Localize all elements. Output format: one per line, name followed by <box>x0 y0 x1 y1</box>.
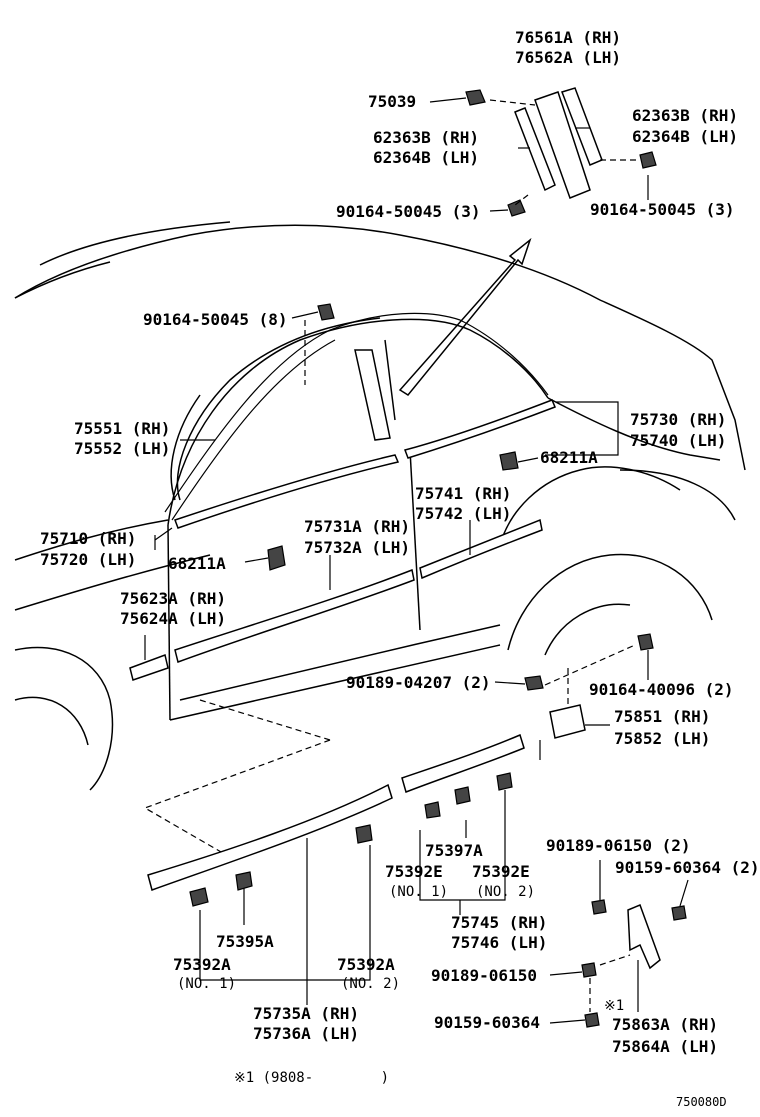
label-90164-50045-8: 90164-50045 (8) <box>143 310 288 329</box>
label-62364b-lh-left: 62364B (LH) <box>373 148 479 167</box>
label-75731a-rh: 75731A (RH) <box>304 517 410 536</box>
label-75552-lh: 75552 (LH) <box>74 439 171 458</box>
label-75397a: 75397A <box>425 841 483 860</box>
label-76561a-rh: 76561A (RH) <box>515 28 621 47</box>
label-62363b-rh-left: 62363B (RH) <box>373 128 479 147</box>
label-75623a-rh: 75623A (RH) <box>120 589 226 608</box>
label-62364b-lh-right: 62364B (LH) <box>632 127 738 146</box>
label-75742-lh: 75742 (LH) <box>415 504 512 523</box>
label-90164-50045-3-left: 90164-50045 (3) <box>336 202 481 221</box>
label-68211a-lower: 68211A <box>168 554 226 573</box>
label-no1-upper: (NO. 1) <box>389 884 449 900</box>
label-75736a-lh: 75736A (LH) <box>253 1024 359 1043</box>
label-75551-rh: 75551 (RH) <box>74 419 171 438</box>
label-75392e-no1: 75392E <box>385 862 443 881</box>
door-moldings <box>129 312 556 681</box>
footnote: ※1 (9808- ) <box>234 1070 390 1086</box>
label-75392a-no1: 75392A <box>173 955 231 974</box>
label-75863a-rh: 75863A (RH) <box>612 1015 718 1034</box>
diagram-code: 750080D <box>676 1095 727 1109</box>
label-62363b-rh-right: 62363B (RH) <box>632 106 738 125</box>
label-mark-1: ※1 <box>604 998 625 1014</box>
label-75039: 75039 <box>368 92 417 111</box>
label-75720-lh: 75720 (LH) <box>40 550 137 569</box>
pillar-garnish-parts <box>398 87 657 396</box>
label-75624a-lh: 75624A (LH) <box>120 609 226 628</box>
label-75730-rh: 75730 (RH) <box>630 410 727 429</box>
label-75735a-rh: 75735A (RH) <box>253 1004 359 1023</box>
label-75392e-no2: 75392E <box>472 862 530 881</box>
label-75852-lh: 75852 (LH) <box>614 729 711 748</box>
label-90189-06150: 90189-06150 <box>431 966 537 985</box>
label-no2-upper: (NO. 2) <box>476 884 536 900</box>
label-75864a-lh: 75864A (LH) <box>612 1037 718 1056</box>
label-75740-lh: 75740 (LH) <box>630 431 727 450</box>
bracket-part <box>581 899 687 1028</box>
label-no2-lower: (NO. 2) <box>341 976 401 992</box>
label-90159-60364-2: 90159-60364 (2) <box>615 858 760 877</box>
label-75746-lh: 75746 (LH) <box>451 933 548 952</box>
label-90189-06150-2: 90189-06150 (2) <box>546 836 691 855</box>
label-68211a-upper: 68211A <box>540 448 598 467</box>
label-90164-40096-2: 90164-40096 (2) <box>589 680 734 699</box>
label-75395a: 75395A <box>216 932 274 951</box>
label-75745-rh: 75745 (RH) <box>451 913 548 932</box>
label-no1-lower: (NO. 1) <box>177 976 237 992</box>
clips <box>267 303 654 739</box>
label-75741-rh: 75741 (RH) <box>415 484 512 503</box>
car-body-outline <box>14 221 746 791</box>
label-90164-50045-3-right: 90164-50045 (3) <box>590 200 735 219</box>
label-90189-04207-2: 90189-04207 (2) <box>346 673 491 692</box>
label-76562a-lh: 76562A (LH) <box>515 48 621 67</box>
label-90159-60364: 90159-60364 <box>434 1013 540 1032</box>
lower-moldings <box>143 699 525 907</box>
label-75732a-lh: 75732A (LH) <box>304 538 410 557</box>
label-75392a-no2: 75392A <box>337 955 395 974</box>
label-75851-rh: 75851 (RH) <box>614 707 711 726</box>
leader-lines <box>144 97 689 1024</box>
label-75710-rh: 75710 (RH) <box>40 529 137 548</box>
